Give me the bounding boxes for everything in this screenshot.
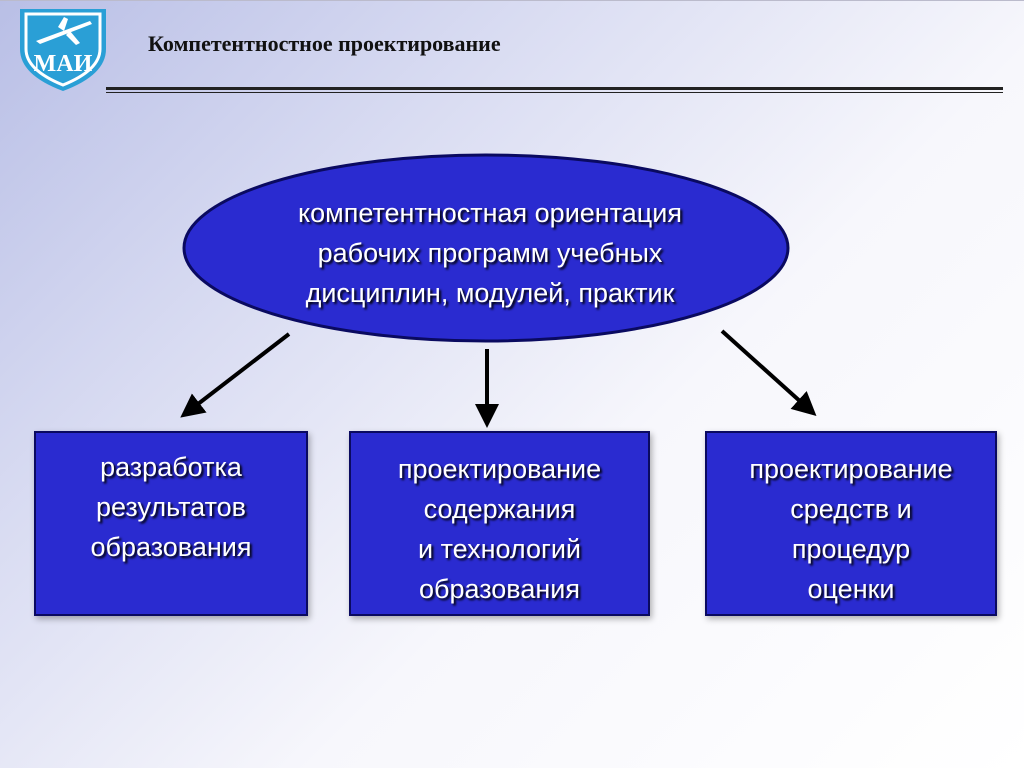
box-line: образования	[90, 532, 252, 562]
box-line: результатов	[95, 492, 247, 522]
box-line: образования	[419, 574, 580, 604]
center-line: дисциплин, модулей, практик	[305, 278, 675, 308]
box-line: и технологий	[418, 534, 581, 564]
box-line: проектирование	[397, 454, 602, 484]
box-line: средств и	[790, 494, 912, 524]
header-rule-thick	[106, 87, 1003, 90]
center-line: компетентностная ориентация	[298, 198, 682, 228]
mai-shield-icon: МАИ	[20, 9, 106, 91]
box-line: оценки	[807, 574, 895, 604]
box-assessment-design: проектирование средств и процедур оценки	[705, 431, 997, 616]
logo-text: МАИ	[34, 51, 93, 77]
box-learning-outcomes: разработка результатов образования	[34, 431, 308, 616]
mai-logo: МАИ	[8, 5, 118, 95]
arrow-to-left-box	[180, 332, 291, 418]
box-line: проектирование	[749, 454, 953, 484]
page-title: Компетентностное проектирование	[148, 31, 501, 56]
box-line: разработка	[100, 452, 242, 482]
center-line: рабочих программ учебных	[317, 238, 663, 268]
box-line: содержания	[423, 494, 576, 524]
center-oval	[182, 153, 790, 343]
box-line: процедур	[791, 534, 911, 564]
center-oval-text: компетентностная ориентация рабочих прог…	[220, 193, 760, 313]
box-content-design: проектирование содержания и технологий о…	[349, 431, 650, 616]
arrow-to-right-box	[720, 329, 817, 417]
header-rule-thin	[106, 92, 1003, 93]
